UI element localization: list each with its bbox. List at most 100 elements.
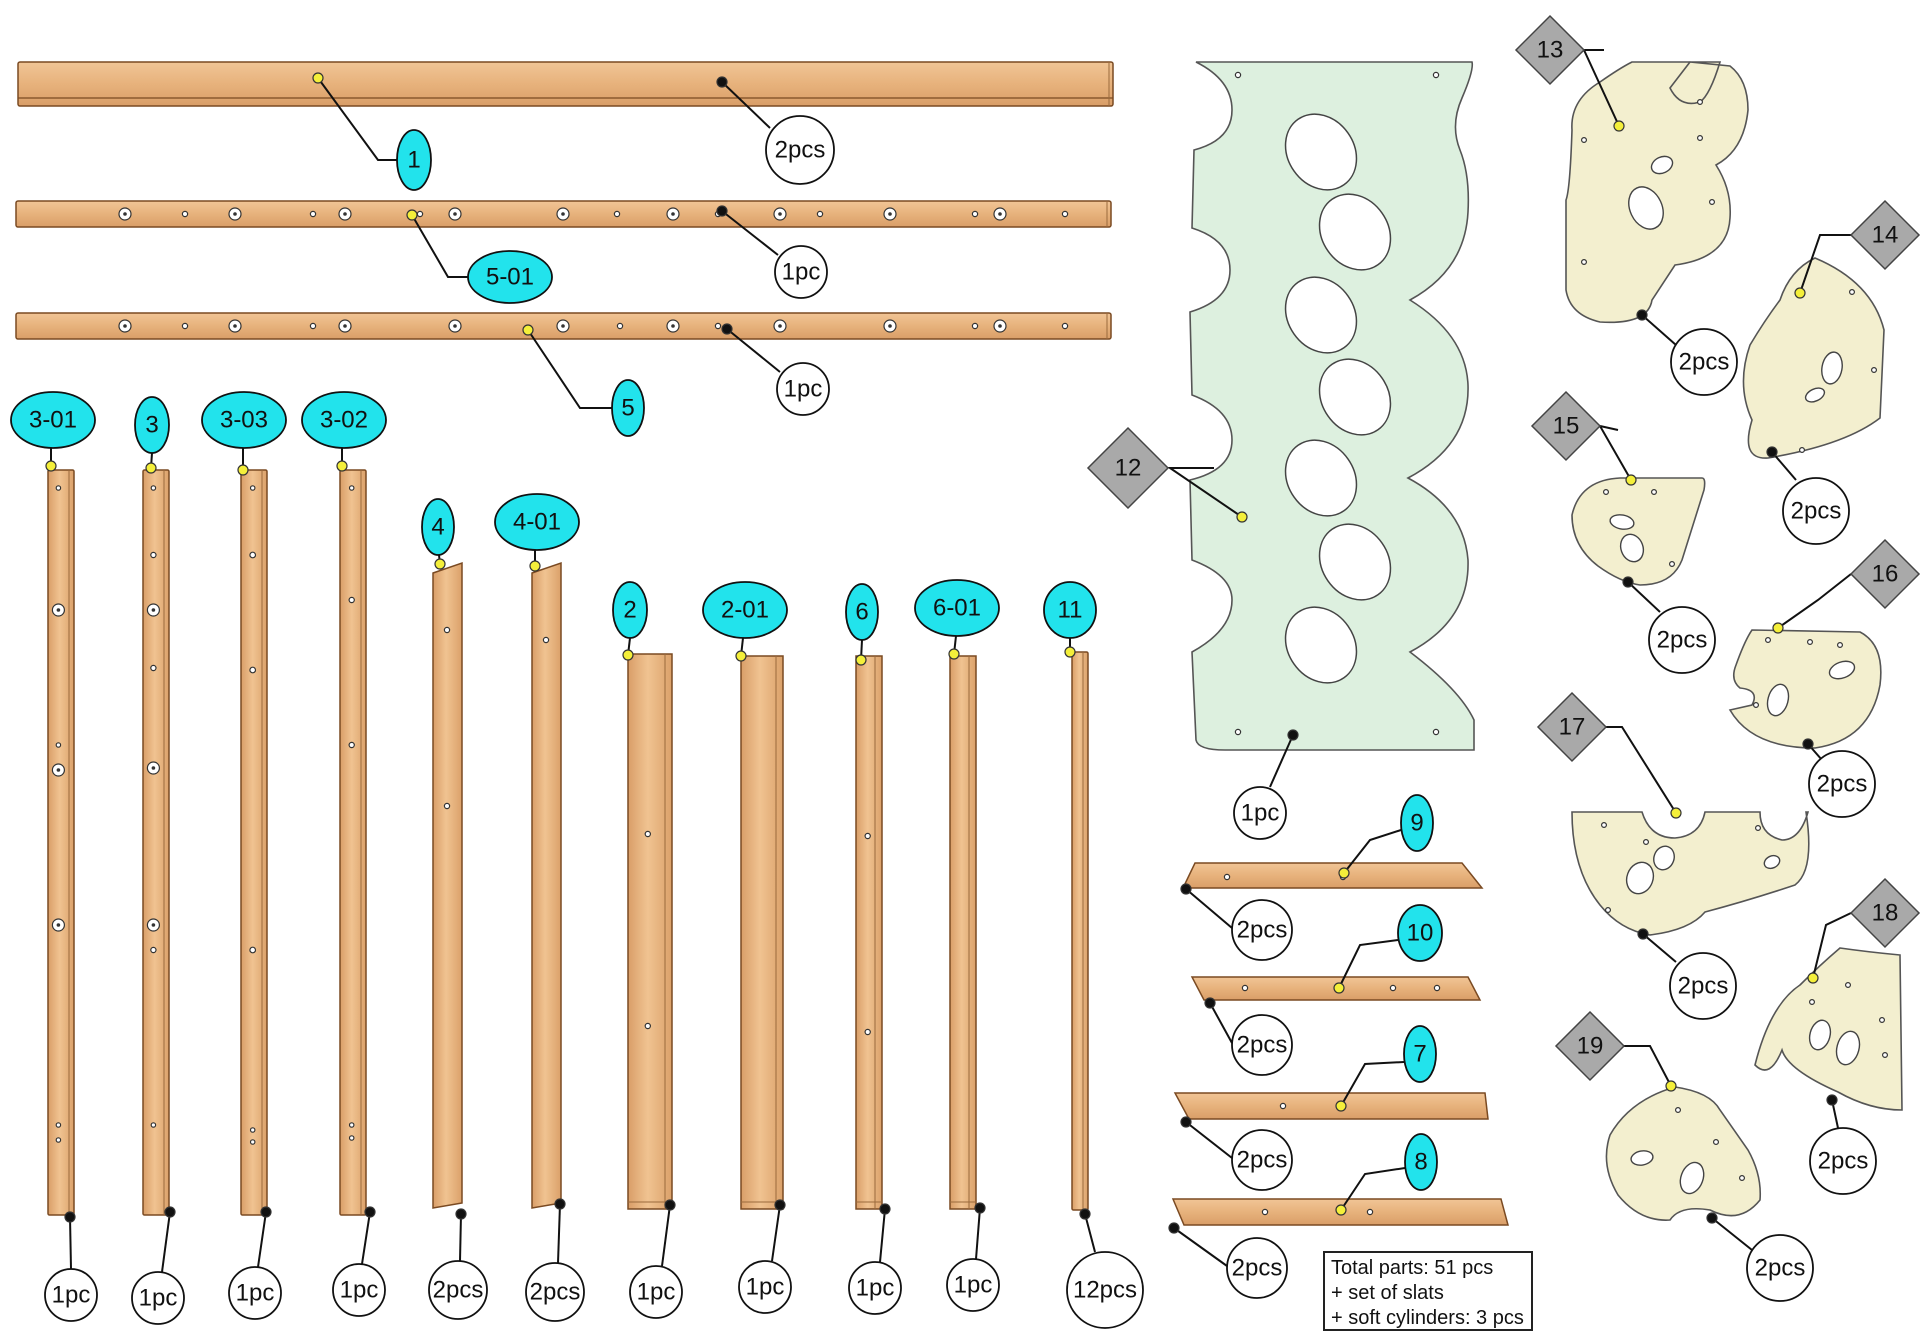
id-anchor (1064, 646, 1076, 658)
qty-label-4-01: 2pcs (525, 1262, 585, 1322)
shape-cutout (1609, 514, 1635, 530)
part-label-7: 7 (1403, 1025, 1437, 1083)
hole-center (671, 324, 675, 328)
part-id-text: 5 (621, 395, 634, 422)
part-15-shape (1571, 477, 1706, 586)
qty-text: 1pc (954, 1272, 993, 1299)
stile-body (339, 469, 367, 1216)
qty-circle (1231, 1014, 1293, 1076)
hole (1279, 1102, 1287, 1110)
diamond-badge (1849, 199, 1921, 271)
part-3-stile (142, 469, 170, 1216)
diamond-badge (1530, 390, 1602, 462)
hole-center (998, 324, 1002, 328)
shape-cutout (1808, 1019, 1832, 1051)
hole (249, 1139, 256, 1145)
leader-line (69, 1216, 72, 1270)
leader-line (1799, 234, 1851, 294)
hole (1223, 873, 1231, 881)
shape-outline (1565, 61, 1749, 324)
qty-anchor (721, 323, 733, 335)
panel-cutout (1318, 193, 1392, 271)
hole-center (151, 923, 156, 927)
board-body (949, 655, 977, 1210)
hole (1261, 1208, 1269, 1216)
leader-line (361, 1211, 371, 1265)
part-id-text: 4 (431, 514, 444, 541)
qty-anchor (774, 1199, 786, 1211)
qty-circle (738, 1260, 792, 1314)
qty-label-6: 1pc (848, 1261, 902, 1315)
qty-label-3: 1pc (131, 1271, 185, 1325)
qty-text: 1pc (746, 1274, 785, 1301)
hole (1234, 71, 1242, 79)
hole (644, 830, 652, 838)
id-anchor (1772, 622, 1784, 634)
hole (1808, 998, 1815, 1005)
qty-anchor (664, 1199, 676, 1211)
id-anchor (434, 558, 446, 570)
qty-text: 1pc (1241, 800, 1280, 827)
summary-cylinders: + soft cylinders: 3 pcs (1331, 1307, 1524, 1329)
part-id-text: 9 (1410, 810, 1423, 837)
hole (150, 1122, 157, 1128)
hole-center (233, 212, 237, 216)
qty-label-2-01: 1pc (738, 1260, 792, 1314)
qty-circle (1231, 899, 1293, 961)
qty-label-4: 2pcs (428, 1260, 488, 1320)
part-id-text: 6 (855, 599, 868, 626)
hole-center (453, 212, 457, 216)
board-body (740, 655, 784, 1210)
part-label-3: 3 (134, 396, 170, 454)
hole (1696, 98, 1703, 105)
hole (1712, 1138, 1719, 1145)
qty-circle (1746, 1234, 1814, 1302)
id-anchor (1335, 1100, 1347, 1112)
oval-badge (914, 579, 1000, 637)
leader-line (557, 1203, 561, 1264)
id-anchor (1333, 982, 1345, 994)
hole (55, 485, 62, 491)
part-id-text: 3-01 (29, 407, 77, 434)
hole (1061, 322, 1069, 330)
qty-anchor (455, 1208, 467, 1220)
hole (644, 1022, 652, 1030)
qty-label-13: 2pcs (1670, 328, 1738, 396)
taper-body (432, 561, 463, 1209)
qty-anchor (716, 205, 728, 217)
qty-text: 2pcs (1678, 973, 1729, 1000)
qty-text: 2pcs (1657, 627, 1708, 654)
hole (1642, 838, 1649, 845)
qty-circle (946, 1258, 1000, 1312)
qty-anchor (1168, 1222, 1180, 1234)
stile-body (240, 469, 268, 1216)
qty-circle (131, 1271, 185, 1325)
shape-cutout (1630, 1150, 1654, 1166)
hole (1674, 1106, 1681, 1113)
board-body (855, 655, 883, 1210)
hole (971, 322, 979, 330)
part-id-text: 13 (1537, 37, 1564, 64)
part-label-8: 8 (1404, 1133, 1438, 1191)
hole-center (233, 324, 237, 328)
leader-line (1711, 1217, 1753, 1251)
leader-line (1209, 1002, 1233, 1044)
id-anchor (1665, 1080, 1677, 1092)
id-anchor (1807, 972, 1819, 984)
qty-text: 12pcs (1073, 1277, 1137, 1304)
qty-text: 1pc (340, 1277, 379, 1304)
hole-center (671, 212, 675, 216)
leader-line (257, 1211, 267, 1268)
part-label-17: 17 (1536, 691, 1608, 763)
part-label-1: 1 (396, 129, 432, 191)
oval-badge (134, 396, 170, 454)
part-label-3-02: 3-02 (301, 391, 387, 449)
part-4-taper (432, 561, 463, 1209)
hole (1432, 728, 1440, 736)
hole (1881, 1051, 1888, 1058)
qty-text: 2pcs (1817, 771, 1868, 798)
qty-label-3-03: 1pc (228, 1266, 282, 1320)
part-13-shape (1565, 61, 1749, 324)
hole (249, 485, 256, 491)
leader-line (1624, 1045, 1672, 1087)
